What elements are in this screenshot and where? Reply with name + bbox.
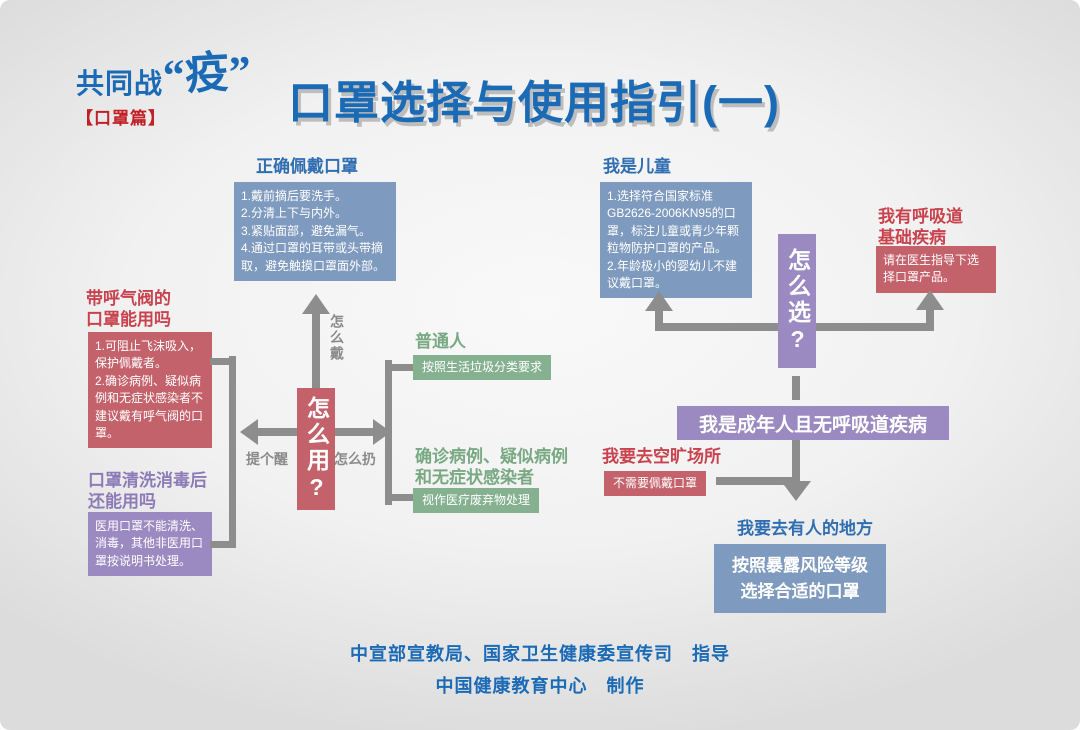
wear-item: 1.戴前摘后要洗手。 xyxy=(241,189,348,203)
bracket-right-bottom-stub xyxy=(388,494,413,501)
campaign-logo: 共同战 “疫” 【口罩篇】 xyxy=(76,46,253,129)
child-item: 2.年龄极小的婴幼儿不建议戴口罩。 xyxy=(607,258,738,290)
confirmed-title: 确诊病例、疑似病例 和无症状感染者 xyxy=(415,446,568,489)
bar-down-shaft xyxy=(792,440,800,482)
wear-item: 4.通过口罩的耳带或头带摘取，避免触摸口罩面外部。 xyxy=(241,241,386,273)
child-box: 1.选择符合国家标准GB2626-2006KN95的口罩，标注儿童或青少年颗粒物… xyxy=(600,182,752,299)
bracket-left-bottom-stub xyxy=(210,541,236,548)
adult-bar: 我是成年人且无呼吸道疾病 xyxy=(677,406,949,440)
wear-box: 1.戴前摘后要洗手。 2.分清上下与内外。 3.紧贴面部，避免漏气。 4.通过口… xyxy=(234,182,396,281)
valve-title: 带呼气阀的 口罩能用吗 xyxy=(86,288,171,331)
valve-title-line1: 带呼气阀的 xyxy=(86,289,171,308)
bracket-right-vertical xyxy=(385,360,392,505)
wear-item: 3.紧贴面部，避免漏气。 xyxy=(241,223,372,238)
logo-text-zhan: 共同战 xyxy=(76,68,164,99)
arrow-up-to-child-vshaft xyxy=(655,309,663,325)
choose-right-hshaft xyxy=(816,323,934,331)
logo-subtitle: 【口罩篇】 xyxy=(76,109,166,128)
wear-item: 2.分清上下与内外。 xyxy=(241,206,348,221)
respiratory-box: 请在医生指导下选择口罩产品。 xyxy=(876,246,996,293)
confirmed-box: 视作医疗废弃物处理 xyxy=(413,488,540,514)
wear-title: 正确佩戴口罩 xyxy=(256,157,358,176)
logo-text-yi: “疫” xyxy=(161,46,253,101)
ordinary-title: 普通人 xyxy=(415,332,466,351)
credit-line2: 中国健康教育中心 制作 xyxy=(435,676,645,696)
wash-title-line2: 还能用吗 xyxy=(88,492,156,512)
ordinary-box: 按照生活垃圾分类要求 xyxy=(413,355,552,381)
arrow-up-to-respiratory-vshaft xyxy=(926,308,934,325)
wash-box: 医用口罩不能清洗、消毒，其他非医用口罩按说明书处理。 xyxy=(88,512,212,577)
crowded-box-line2: 选择合适的口罩 xyxy=(740,581,860,601)
open-area-box: 不需要佩戴口罩 xyxy=(604,471,707,497)
page-title: 口罩选择与使用指引(一) xyxy=(288,77,780,128)
wash-title: 口罩清洗消毒后 还能用吗 xyxy=(88,470,207,513)
label-discard: 怎么扔 xyxy=(334,451,376,467)
bracket-left-vertical xyxy=(229,356,236,548)
confirmed-title-line2: 和无症状感染者 xyxy=(415,468,534,488)
arrow-up-to-wear-shaft xyxy=(312,312,320,388)
crowded-box-line1: 按照暴露风险等级 xyxy=(732,556,868,575)
arrow-right-shaft xyxy=(335,428,373,436)
confirmed-title-line1: 确诊病例、疑似病例 xyxy=(415,447,568,466)
bracket-left-top-stub xyxy=(210,358,236,365)
choose-left-hshaft xyxy=(655,323,778,331)
arrow-left-head xyxy=(240,419,258,445)
child-item: 1.选择符合国家标准GB2626-2006KN95的口罩，标注儿童或青少年颗粒物… xyxy=(607,189,740,256)
credit-line1: 中宣部宣教局、国家卫生健康委宣传司 指导 xyxy=(350,644,730,664)
how-use-box: 怎么用? xyxy=(297,388,335,510)
child-title: 我是儿童 xyxy=(603,157,671,176)
open-area-connector xyxy=(716,477,794,485)
arrow-up-to-wear-head xyxy=(302,294,330,314)
open-area-title: 我要去空旷场所 xyxy=(602,447,721,466)
respiratory-title-line2: 基础疾病 xyxy=(878,228,946,248)
valve-item: 2.确诊病例、疑似病例和无症状感染者不建议戴有呼气阀的口罩。 xyxy=(95,373,204,440)
crowded-title: 我要去有人的地方 xyxy=(737,519,873,538)
arrow-up-to-child-head xyxy=(645,291,673,311)
bar-down-head xyxy=(781,481,811,501)
valve-item: 1.可阻止飞沫吸入，保护佩戴者。 xyxy=(95,339,202,371)
crowded-box: 按照暴露风险等级 选择合适的口罩 xyxy=(714,544,886,613)
valve-title-line2: 口罩能用吗 xyxy=(86,310,171,330)
how-choose-text: 怎么选? xyxy=(784,247,811,355)
arrow-left-shaft xyxy=(258,428,297,436)
how-use-text: 怎么用? xyxy=(303,395,330,503)
respiratory-title: 我有呼吸道 基础疾病 xyxy=(878,206,963,249)
bracket-right-top-stub xyxy=(388,364,413,371)
label-remind: 提个醒 xyxy=(246,451,288,467)
how-choose-box: 怎么选? xyxy=(778,234,816,368)
choose-down-dash xyxy=(792,376,800,400)
respiratory-title-line1: 我有呼吸道 xyxy=(878,207,963,226)
valve-box: 1.可阻止飞沫吸入，保护佩戴者。 2.确诊病例、疑似病例和无症状感染者不建议戴有… xyxy=(88,332,212,449)
label-how-wear: 怎么戴 xyxy=(329,314,345,362)
wash-title-line1: 口罩清洗消毒后 xyxy=(88,471,207,490)
arrow-up-to-respiratory-head xyxy=(916,290,944,310)
